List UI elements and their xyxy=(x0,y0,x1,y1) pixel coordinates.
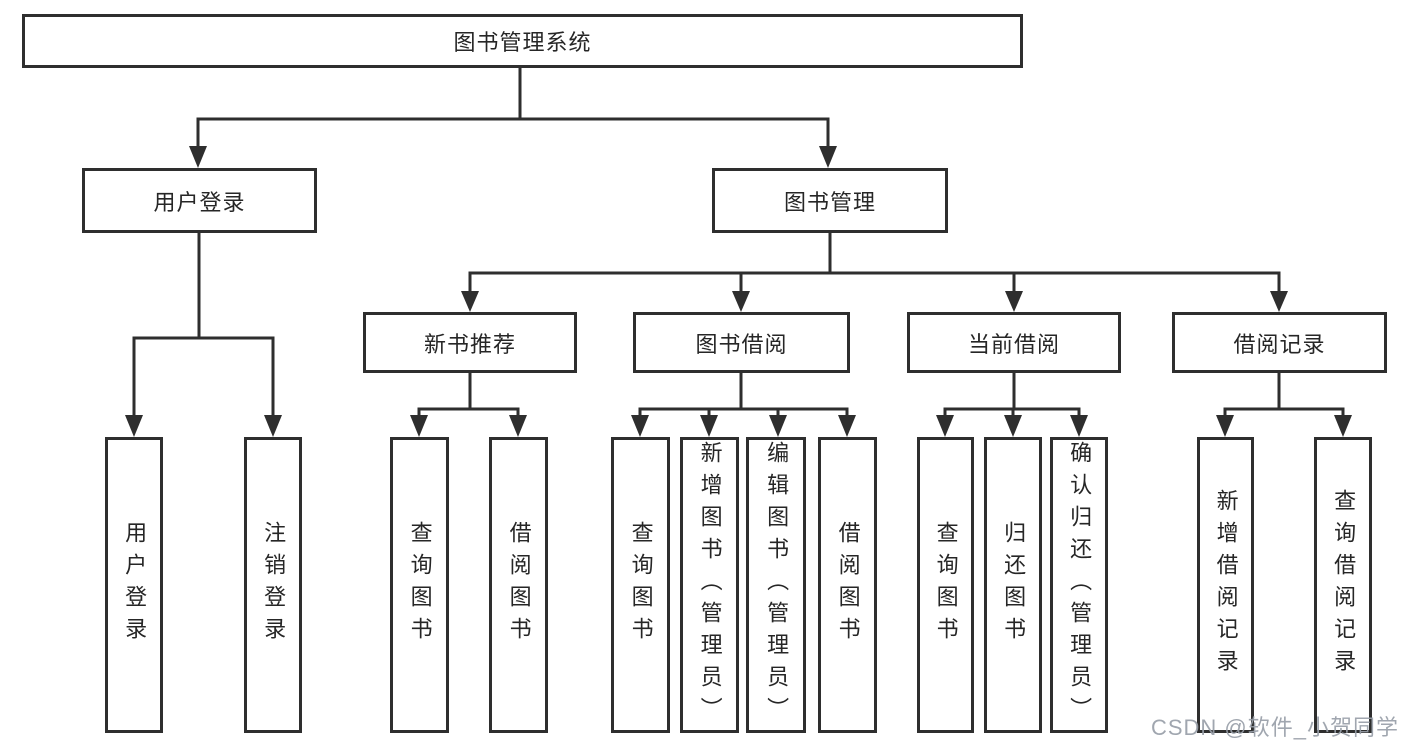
leaf-query-books-current-label: 查询图书 xyxy=(933,521,959,649)
leaf-confirm-return-admin-label: 确认归还（管理员） xyxy=(1067,441,1093,729)
box-current-borrow-label: 当前借阅 xyxy=(967,331,1060,357)
box-book-management-label: 图书管理 xyxy=(783,189,876,215)
leaf-return-books: 归还图书 xyxy=(984,437,1042,733)
leaf-query-books-borrow: 查询图书 xyxy=(611,437,670,733)
box-current-borrow: 当前借阅 xyxy=(907,312,1121,373)
leaf-query-books-recommend: 查询图书 xyxy=(390,437,449,733)
leaf-add-books-admin: 新增图书（管理员） xyxy=(680,437,739,733)
connector-user-login xyxy=(132,231,275,421)
leaf-borrow-books-label: 借阅图书 xyxy=(835,521,861,649)
box-book-management: 图书管理 xyxy=(712,168,948,233)
leaf-confirm-return-admin: 确认归还（管理员） xyxy=(1050,437,1108,733)
connector-book-borrow xyxy=(638,371,849,421)
leaf-query-borrow-record: 查询借阅记录 xyxy=(1314,437,1372,733)
connector-new-book xyxy=(417,371,520,421)
csdn-watermark: CSDN @软件_小贺同学 xyxy=(1150,715,1399,740)
box-new-book-recommend: 新书推荐 xyxy=(363,312,577,373)
leaf-logout: 注销登录 xyxy=(244,437,302,733)
leaf-edit-books-admin: 编辑图书（管理员） xyxy=(746,437,806,733)
box-borrow-records-label: 借阅记录 xyxy=(1233,331,1326,357)
leaf-query-borrow-record-label: 查询借阅记录 xyxy=(1331,489,1357,681)
box-book-borrow: 图书借阅 xyxy=(633,312,850,373)
connector-book-mgmt xyxy=(468,231,1281,295)
connector-borrow-records xyxy=(1223,371,1345,421)
leaf-user-login-label: 用户登录 xyxy=(122,521,148,649)
box-book-borrow-label: 图书借阅 xyxy=(695,331,788,357)
leaf-add-books-admin-label: 新增图书（管理员） xyxy=(697,441,723,729)
leaf-add-borrow-record-label: 新增借阅记录 xyxy=(1213,489,1239,681)
box-borrow-records: 借阅记录 xyxy=(1172,312,1387,373)
leaf-logout-label: 注销登录 xyxy=(261,521,287,649)
leaf-edit-books-admin-label: 编辑图书（管理员） xyxy=(764,441,790,729)
leaf-add-borrow-record: 新增借阅记录 xyxy=(1197,437,1254,733)
leaf-return-books-label: 归还图书 xyxy=(1001,521,1027,649)
leaf-borrow-books-recommend: 借阅图书 xyxy=(489,437,548,733)
leaf-query-books-recommend-label: 查询图书 xyxy=(407,521,433,649)
leaf-query-books-current: 查询图书 xyxy=(917,437,974,733)
box-user-login-label: 用户登录 xyxy=(153,189,246,215)
box-new-book-recommend-label: 新书推荐 xyxy=(423,331,516,357)
leaf-borrow-books-recommend-label: 借阅图书 xyxy=(506,521,532,649)
box-user-login: 用户登录 xyxy=(82,168,317,233)
box-library-system-label: 图书管理系统 xyxy=(453,30,592,55)
connector-root xyxy=(196,66,830,150)
leaf-user-login: 用户登录 xyxy=(105,437,163,733)
leaf-query-books-borrow-label: 查询图书 xyxy=(628,521,654,649)
connector-current-borrow xyxy=(943,371,1081,421)
box-library-system: 图书管理系统 xyxy=(22,14,1023,68)
leaf-borrow-books: 借阅图书 xyxy=(818,437,877,733)
arrowheads xyxy=(125,146,1352,437)
